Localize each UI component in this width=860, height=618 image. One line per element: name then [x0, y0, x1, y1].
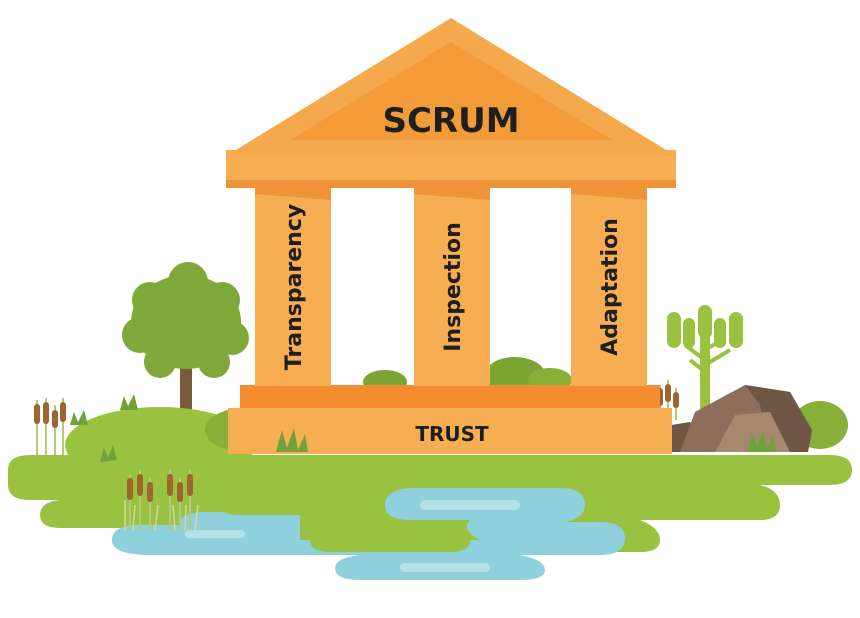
pillar-1: Transparency [255, 188, 331, 386]
tree-icon [122, 262, 249, 410]
pond-icon [112, 488, 625, 580]
pillar-2: Inspection [414, 188, 490, 386]
cactus-icon [667, 305, 743, 410]
pillar-3: Adaptation [571, 188, 647, 386]
pillar-1-label: Transparency [282, 204, 307, 370]
grass-tuft-icon [70, 394, 776, 462]
roof-label: SCRUM [382, 101, 519, 141]
pillar-3-label: Adaptation [598, 218, 623, 356]
grass-patches [220, 495, 470, 552]
cattail-icon [34, 380, 679, 531]
base-label: TRUST [415, 422, 489, 446]
pillar-2-label: Inspection [441, 222, 466, 352]
temple-roof: SCRUM [226, 18, 676, 188]
rock-icon [620, 385, 812, 452]
